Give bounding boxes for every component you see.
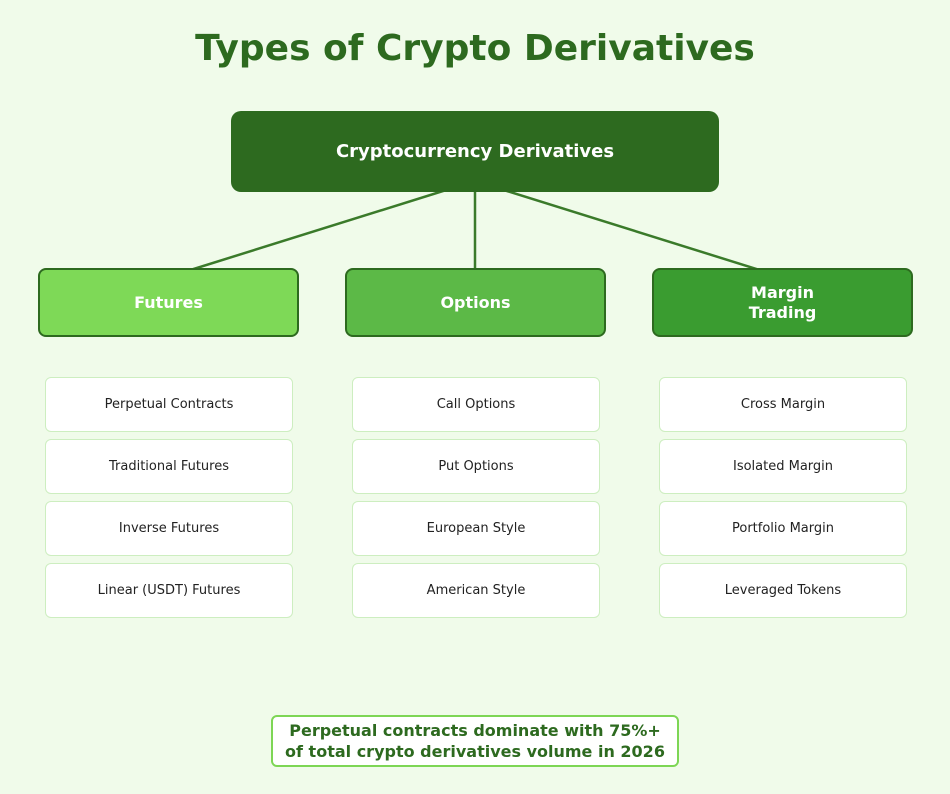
footnote-line-1: Perpetual contracts dominate with 75%+ (289, 721, 661, 740)
category-margin-trading: Margin Trading (652, 268, 913, 337)
item-cross-margin: Cross Margin (659, 377, 907, 432)
item-put-options: Put Options (352, 439, 600, 494)
root-node-label: Cryptocurrency Derivatives (335, 141, 615, 162)
item-leveraged-tokens: Leveraged Tokens (659, 563, 907, 618)
connector-futures (167, 179, 476, 279)
page-title: Types of Crypto Derivatives (195, 28, 755, 69)
footnote-line-2: of total crypto derivatives volume in 20… (285, 742, 665, 761)
item-portfolio-margin: Portfolio Margin (659, 501, 907, 556)
item-traditional-futures: Traditional Futures (45, 439, 293, 494)
item-european-style: European Style (352, 501, 600, 556)
item-perpetual-contracts: Perpetual Contracts (45, 377, 293, 432)
item-call-options: Call Options (352, 377, 600, 432)
item-isolated-margin: Isolated Margin (659, 439, 907, 494)
connector-margin (474, 179, 783, 279)
item-linear-futures: Linear (USDT) Futures (45, 563, 293, 618)
category-options: Options (345, 268, 606, 337)
root-node: Cryptocurrency Derivatives (231, 111, 719, 192)
footnote-box: Perpetual contracts dominate with 75%+ o… (271, 715, 679, 767)
item-american-style: American Style (352, 563, 600, 618)
item-inverse-futures: Inverse Futures (45, 501, 293, 556)
category-futures: Futures (38, 268, 299, 337)
